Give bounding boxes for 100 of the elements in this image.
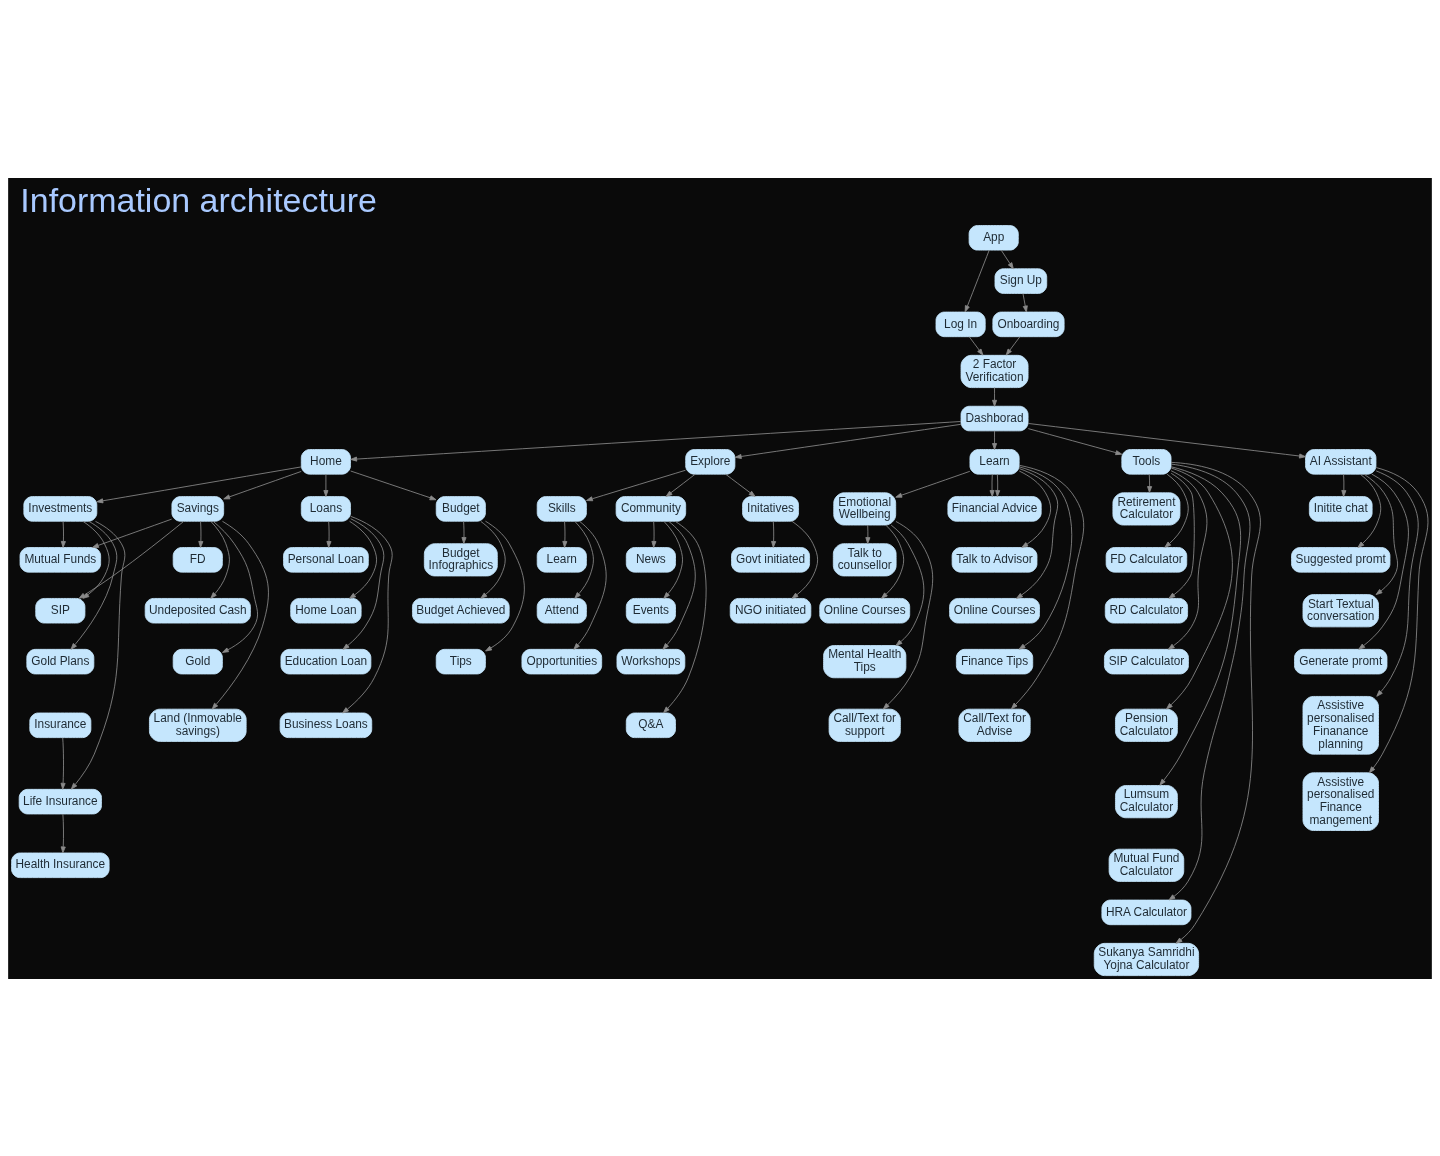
arrow: [1018, 470, 1052, 548]
node-box: Generate promt: [1294, 648, 1388, 674]
node-box: Investments: [23, 495, 98, 522]
arrow: [485, 520, 525, 651]
arrow: [1005, 335, 1021, 355]
arrow: [771, 520, 777, 548]
node-box: Sign Up: [994, 267, 1048, 294]
arrow: [1016, 467, 1059, 599]
node-box: Tools: [1121, 448, 1172, 475]
node-box: Online Courses: [819, 597, 911, 623]
arrow: [461, 520, 467, 544]
arrow: [480, 520, 506, 599]
node-box: HRA Calculator: [1101, 899, 1192, 925]
node-box: Skills: [536, 495, 587, 522]
arrow: [586, 469, 686, 501]
node-box: Emotional Wellbeing: [833, 491, 897, 525]
arrow: [211, 520, 269, 709]
node-box: Assistive personalised Finanance planning: [1302, 695, 1379, 755]
arrow: [342, 517, 385, 650]
node-box: Govt initiated: [731, 546, 810, 573]
node-box: News: [625, 546, 676, 573]
node-box: Budget Achieved: [412, 597, 510, 623]
arrow: [60, 813, 66, 853]
node-box: Sukanya Samridhi Yojna Calculator: [1093, 942, 1200, 976]
arrow: [60, 736, 66, 790]
node-box: Home Loan: [290, 597, 362, 623]
node-box: Learn: [536, 546, 587, 573]
arrow: [1159, 465, 1242, 786]
arrow: [70, 520, 126, 790]
arrow: [350, 420, 962, 462]
arrow: [1375, 469, 1419, 697]
arrow: [791, 520, 819, 599]
node-box: SIP: [35, 597, 86, 623]
node-box: Personal Loan: [283, 546, 369, 573]
arrow: [968, 335, 984, 355]
arrow: [1000, 249, 1014, 269]
arrow: [223, 470, 302, 499]
arrow: [350, 470, 437, 500]
arrow: [1170, 461, 1261, 944]
arrow: [70, 520, 118, 650]
arrow: [210, 520, 230, 599]
arrow: [865, 524, 871, 544]
node-box: Workshops: [616, 648, 686, 674]
arrow: [92, 518, 173, 548]
arrow: [734, 423, 962, 459]
node-box: App: [968, 224, 1019, 251]
node-box: Events: [625, 597, 676, 623]
node-box: Home: [300, 448, 351, 475]
arrow: [1166, 467, 1233, 709]
node-box: AI Assistant: [1305, 448, 1377, 475]
arrow: [342, 515, 393, 713]
arrow: [663, 520, 707, 713]
node-box: Gold Plans: [26, 648, 95, 674]
arrow: [1164, 473, 1189, 548]
arrow: [1027, 427, 1123, 455]
arrow: [882, 520, 934, 709]
node-box: Community: [615, 495, 687, 522]
node-box: Pension Calculator: [1115, 708, 1178, 742]
node-box: Talk to counsellor: [832, 542, 897, 576]
node-box: Savings: [171, 495, 225, 522]
node-box: Tips: [435, 648, 486, 674]
arrow: [562, 520, 568, 548]
arrow: [1168, 463, 1251, 900]
arrow: [964, 249, 990, 312]
node-box: Business Loans: [279, 712, 373, 738]
node-box: Assistive personalised Finance mangement: [1302, 771, 1379, 831]
node-box: Dashborad: [960, 405, 1029, 431]
node-box: Call/Text for support: [828, 708, 901, 742]
arrow: [1167, 469, 1208, 650]
arrow: [890, 524, 925, 646]
node-box: Budget Infographics: [423, 542, 498, 576]
node-box: Life Insurance: [18, 788, 102, 814]
arrow: [574, 520, 594, 599]
node-box: Lumsum Calculator: [1115, 784, 1178, 818]
arrow: [725, 473, 756, 497]
arrow: [995, 473, 1001, 497]
node-box: NGO initiated: [729, 597, 812, 623]
arrow: [1011, 464, 1085, 709]
node-box: Mutual Fund Calculator: [1108, 848, 1185, 882]
node-box: Start Textual conversation: [1302, 593, 1379, 627]
node-box: Undeposited Cash: [144, 597, 251, 623]
node-box: RD Calculator: [1104, 597, 1188, 623]
arrow: [573, 520, 607, 650]
arrow: [1018, 465, 1073, 650]
node-box: Talk to Advisor: [951, 546, 1038, 573]
arrow: [651, 520, 657, 548]
node-box: Explore: [685, 448, 736, 475]
arrow: [1022, 292, 1028, 312]
arrow: [1147, 473, 1153, 493]
arrow: [1358, 473, 1409, 650]
arrow: [665, 473, 696, 497]
node-box: Online Courses: [949, 597, 1040, 623]
node-box: Learn: [969, 448, 1020, 475]
arrow: [895, 470, 971, 498]
arrow: [212, 520, 258, 653]
arrow: [989, 473, 995, 497]
arrow: [60, 520, 66, 548]
node-box: Land (Inmovable savings): [149, 708, 247, 742]
arrow: [1369, 466, 1429, 773]
node-box: Insurance: [29, 712, 92, 738]
